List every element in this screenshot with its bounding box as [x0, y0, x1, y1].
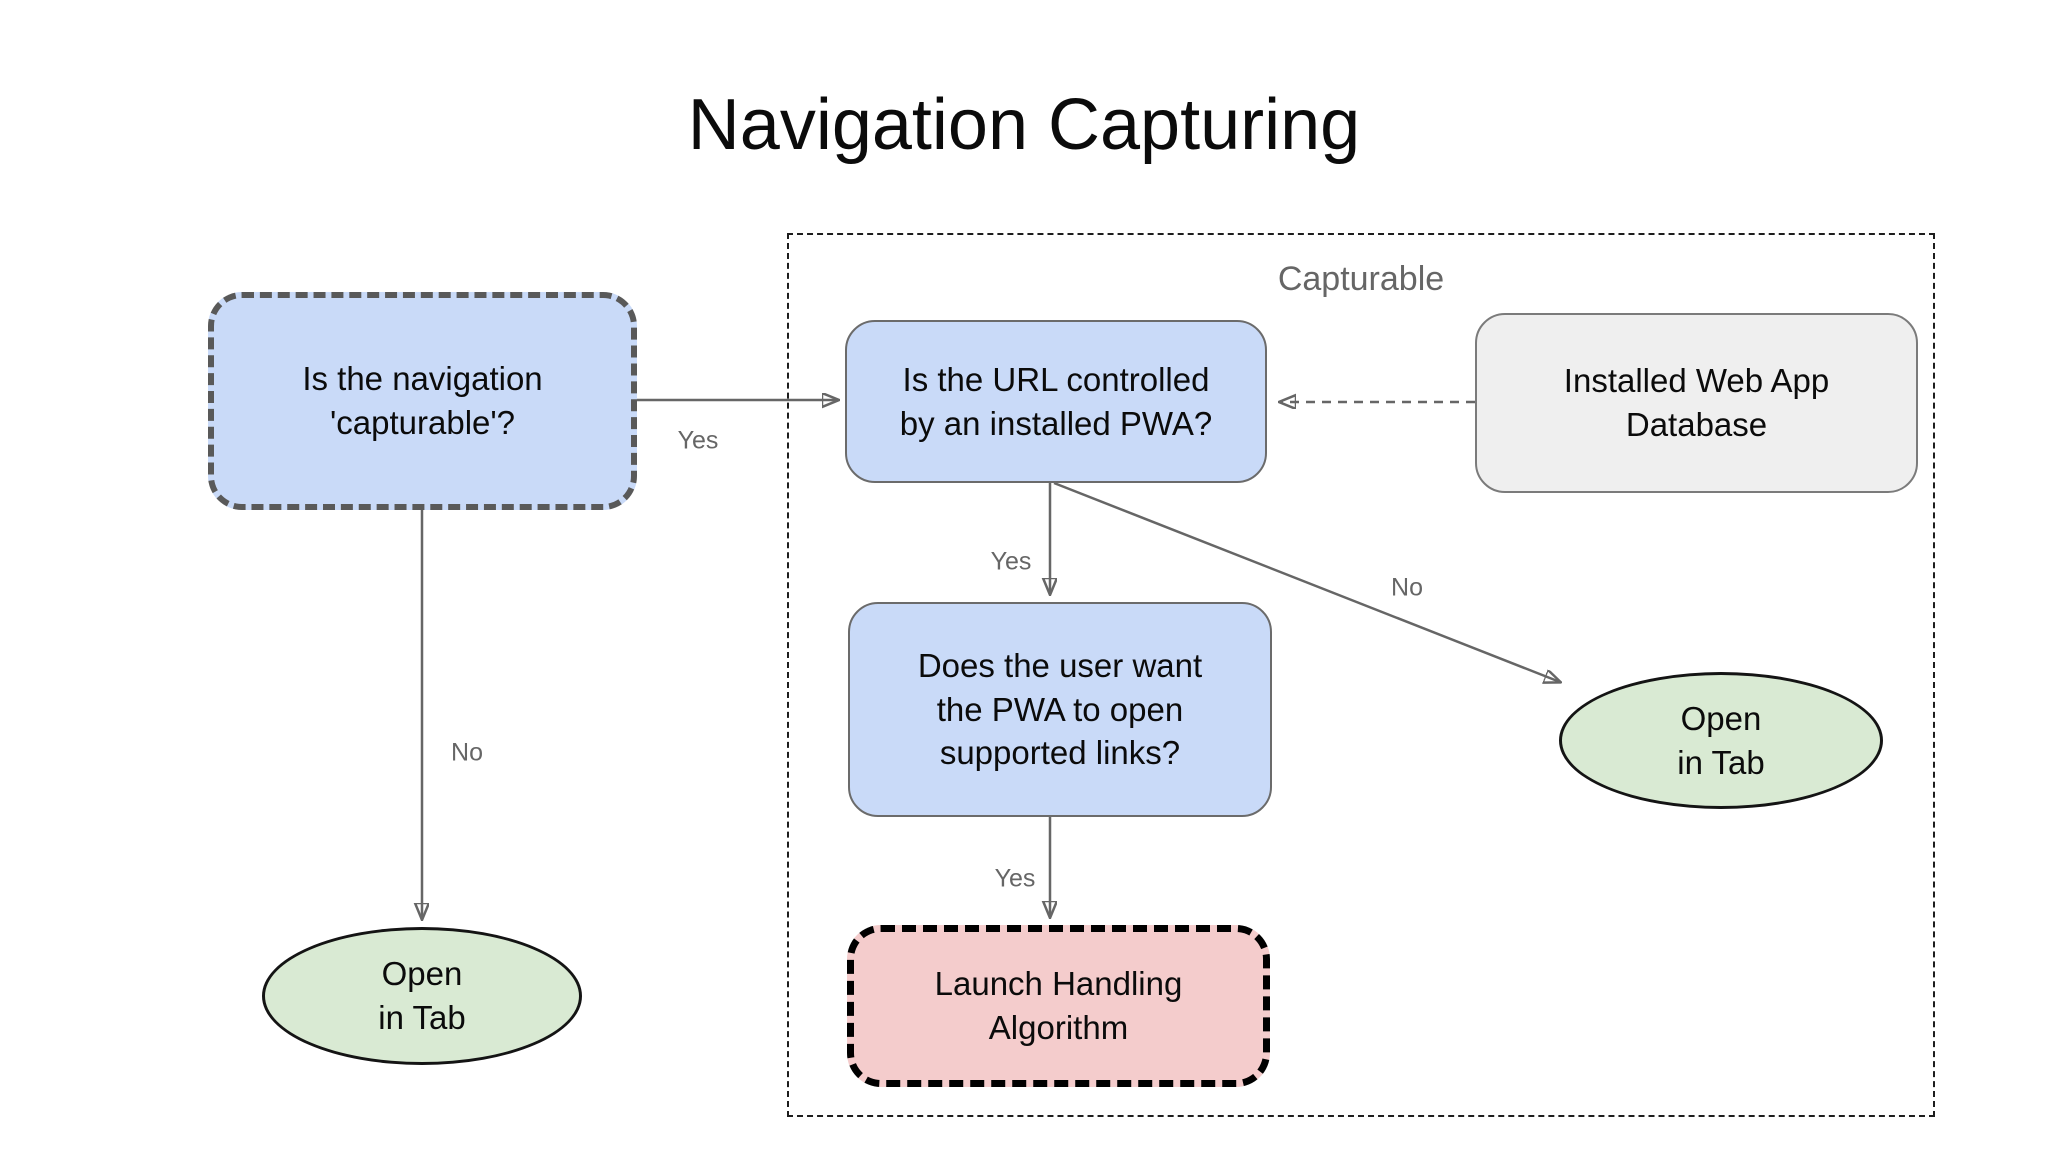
node-open-in-tab-left: Open in Tab	[262, 927, 582, 1065]
node-url-controlled-by-pwa: Is the URL controlled by an installed PW…	[845, 320, 1267, 483]
node-open-in-tab-right-label: Open in Tab	[1677, 699, 1765, 781]
edge-label-pwa-yes: Yes	[990, 547, 1032, 576]
edge-label-capturable-yes: Yes	[677, 426, 719, 455]
node-user-want-supported-links: Does the user want the PWA to open suppo…	[848, 602, 1272, 817]
edge-label-links-yes: Yes	[994, 864, 1036, 893]
node-url-controlled-by-pwa-label: Is the URL controlled by an installed PW…	[899, 360, 1213, 442]
node-installed-web-app-database-label: Installed Web App Database	[1563, 362, 1830, 443]
capturable-group-outline	[787, 233, 1935, 1117]
capturable-group-label: Capturable	[1277, 260, 1445, 298]
node-launch-handling-algorithm-label: Launch Handling Algorithm	[934, 965, 1183, 1046]
edge-label-capturable-no: No	[451, 738, 483, 767]
node-open-in-tab-right: Open in Tab	[1559, 672, 1883, 809]
node-launch-handling-algorithm: Launch Handling Algorithm	[847, 925, 1270, 1087]
node-open-in-tab-left-label: Open in Tab	[378, 955, 466, 1036]
edge-label-pwa-no: No	[1391, 573, 1423, 602]
node-is-navigation-capturable: Is the navigation 'capturable'?	[208, 292, 637, 510]
node-installed-web-app-database: Installed Web App Database	[1475, 313, 1918, 493]
node-is-navigation-capturable-label: Is the navigation 'capturable'?	[302, 360, 543, 441]
node-user-want-supported-links-label: Does the user want the PWA to open suppo…	[917, 647, 1203, 772]
page-title: Navigation Capturing	[687, 85, 1361, 165]
